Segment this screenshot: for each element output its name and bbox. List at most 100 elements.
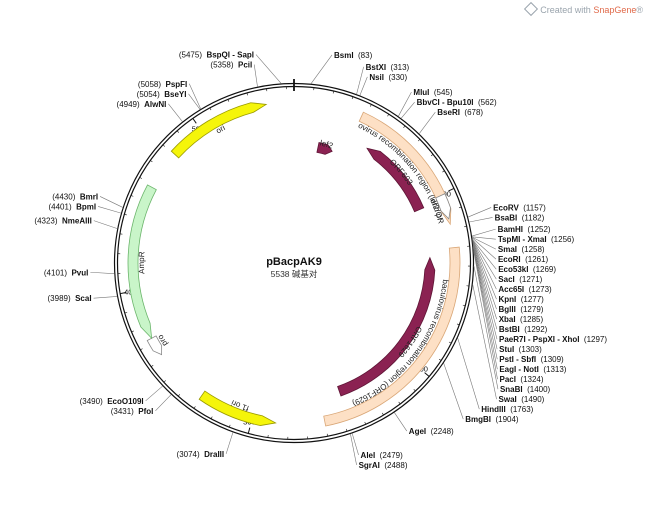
major-tick xyxy=(424,372,430,377)
site-label: (3431) PfoI xyxy=(111,401,154,418)
site-psti-sbfi[interactable]: PstI - SbfI (1309) xyxy=(473,247,564,367)
site-label: (5054) BseYI xyxy=(137,84,187,101)
feature-f1-ori[interactable] xyxy=(198,390,277,426)
feature-orf603[interactable] xyxy=(366,147,425,213)
site-pspfi[interactable]: (5058) PspFI xyxy=(138,74,202,110)
site-eagi-noti[interactable]: EagI - NotI (1313) xyxy=(473,248,567,376)
site-draiii[interactable]: (3074) DraIII xyxy=(177,432,234,460)
feature-baculovirus-recombination-region-lef2-orf603[interactable] xyxy=(358,111,452,226)
site-ecori[interactable]: EcoRI (1261) xyxy=(472,237,549,266)
site-bglii[interactable]: BglII (1279) xyxy=(472,241,544,317)
site-ecoo109i[interactable]: (3490) EcoO109I xyxy=(80,385,163,408)
site-name: PspFI xyxy=(165,80,187,89)
site-agei[interactable]: AgeI (2248) xyxy=(394,412,454,438)
site-mlui[interactable]: MluI (545) xyxy=(398,82,453,117)
site-paer7i-pspxi-xhoi[interactable]: PaeR7I - PspXI - XhoI (1297) xyxy=(472,245,607,346)
site-position: (4101) xyxy=(44,268,67,277)
site-position: (678) xyxy=(464,108,483,117)
site-hindiii[interactable]: HindIII (1763) xyxy=(457,337,534,416)
site-label: BsaBI (1182) xyxy=(495,207,545,224)
site-kpni[interactable]: KpnI (1277) xyxy=(472,240,545,306)
site-acc65i[interactable]: Acc65I (1273) xyxy=(472,240,553,296)
site-position: (1285) xyxy=(520,315,543,324)
site-bspqi-sapi[interactable]: (5475) BspQI - SapI xyxy=(179,45,282,84)
site-label: EcoRV (1157) xyxy=(493,197,546,214)
site-alwni[interactable]: (4949) AlwNI xyxy=(117,94,183,122)
site-eco53ki[interactable]: Eco53kI (1269) xyxy=(472,239,556,276)
site-position: (1324) xyxy=(520,375,543,384)
site-sgrai[interactable]: SgrAI (2488) xyxy=(350,433,408,472)
site-nmeaiii[interactable]: (4323) NmeAIII xyxy=(34,211,118,229)
site-label: BmgBI (1904) xyxy=(465,409,519,426)
feature-ampr[interactable] xyxy=(127,184,157,340)
site-connector xyxy=(472,245,498,340)
site-xbai[interactable]: XbaI (1285) xyxy=(472,242,544,326)
site-label: (5058) PspFI xyxy=(138,74,187,91)
site-bstxi[interactable]: BstXI (313) xyxy=(356,57,410,95)
site-bsmi[interactable]: BsmI (83) xyxy=(310,45,373,84)
feature-polyhedrin-promoter[interactable] xyxy=(435,193,451,220)
feature-orf1629[interactable] xyxy=(337,256,436,397)
site-bstbi[interactable]: BstBI (1292) xyxy=(472,244,548,336)
site-connector xyxy=(93,220,118,229)
site-name: SacI xyxy=(498,275,514,284)
site-bbvci-bpu10i[interactable]: BbvCI - Bpu10I (562) xyxy=(400,92,497,119)
site-label: (4323) NmeAIII xyxy=(34,211,91,228)
watermark-brand: SnapGene xyxy=(593,5,637,15)
feature-lef2[interactable] xyxy=(316,142,333,155)
site-pvui[interactable]: (4101) PvuI xyxy=(44,262,115,279)
site-paci[interactable]: PacI (1324) xyxy=(473,250,544,386)
site-connector xyxy=(473,247,498,360)
site-name: EcoRV xyxy=(493,203,519,212)
site-bseri[interactable]: BseRI (678) xyxy=(418,102,483,134)
site-label: HindIII (1763) xyxy=(481,399,533,416)
site-name: BpmI xyxy=(76,202,96,211)
site-label: (4430) BmrI xyxy=(52,186,98,203)
feature-baculovirus-recombination-region-orf1629[interactable] xyxy=(323,246,461,427)
site-name: EcoRI xyxy=(498,255,521,264)
site-connector xyxy=(189,83,202,110)
site-name: EcoO109I xyxy=(107,397,143,406)
site-stui[interactable]: StuI (1303) xyxy=(472,246,542,356)
site-bamhi[interactable]: BamHI (1252) xyxy=(471,219,551,237)
feature-ori[interactable] xyxy=(170,102,268,159)
minor-tick xyxy=(246,92,248,96)
site-connector xyxy=(155,394,172,412)
site-bmri[interactable]: (4430) BmrI xyxy=(52,186,123,208)
site-bseyi[interactable]: (5054) BseYI xyxy=(137,84,201,110)
site-snabi[interactable]: SnaBI (1400) xyxy=(473,266,551,396)
site-tspmi-xmai[interactable]: TspMI - XmaI (1256) xyxy=(472,229,574,246)
site-nsii[interactable]: NsiI (330) xyxy=(359,67,408,96)
site-position: (1279) xyxy=(520,305,543,314)
site-label: TspMI - XmaI (1256) xyxy=(498,229,575,246)
site-smai[interactable]: SmaI (1258) xyxy=(472,236,545,256)
site-label: BstBI (1292) xyxy=(499,319,548,336)
site-bpmi[interactable]: (4401) BpmI xyxy=(48,196,122,214)
site-name: SmaI xyxy=(498,245,517,254)
minor-tick xyxy=(438,358,442,361)
site-saci[interactable]: SacI (1271) xyxy=(472,239,543,286)
site-connector xyxy=(359,76,368,96)
site-connector xyxy=(472,236,497,250)
site-pfoi[interactable]: (3431) PfoI xyxy=(111,394,172,418)
site-label: PaeR7I - PspXI - XhoI (1297) xyxy=(499,329,607,346)
site-name: PstI - SbfI xyxy=(499,355,536,364)
site-label: PstI - SbfI (1309) xyxy=(499,349,564,366)
site-connector xyxy=(473,250,498,380)
site-connector xyxy=(310,54,333,84)
site-name: MluI xyxy=(413,88,429,97)
site-position: (1271) xyxy=(519,275,542,284)
minor-tick xyxy=(176,130,179,133)
minor-tick xyxy=(177,394,181,397)
site-bmgbi[interactable]: BmgBI (1904) xyxy=(443,362,519,426)
site-name: BmrI xyxy=(80,192,98,201)
site-label: EagI - NotI (1313) xyxy=(499,359,566,376)
site-scai[interactable]: (3989) ScaI xyxy=(48,288,118,305)
site-pcii[interactable]: (5358) PciI xyxy=(210,55,258,87)
site-swai[interactable]: SwaI (1490) xyxy=(472,284,545,406)
site-bsabi[interactable]: BsaBI (1182) xyxy=(469,207,545,224)
major-tick xyxy=(448,187,455,192)
site-alei[interactable]: AleI (2479) xyxy=(351,433,403,462)
site-ecorv[interactable]: EcoRV (1157) xyxy=(467,197,546,218)
site-position: (3074) xyxy=(177,450,200,459)
